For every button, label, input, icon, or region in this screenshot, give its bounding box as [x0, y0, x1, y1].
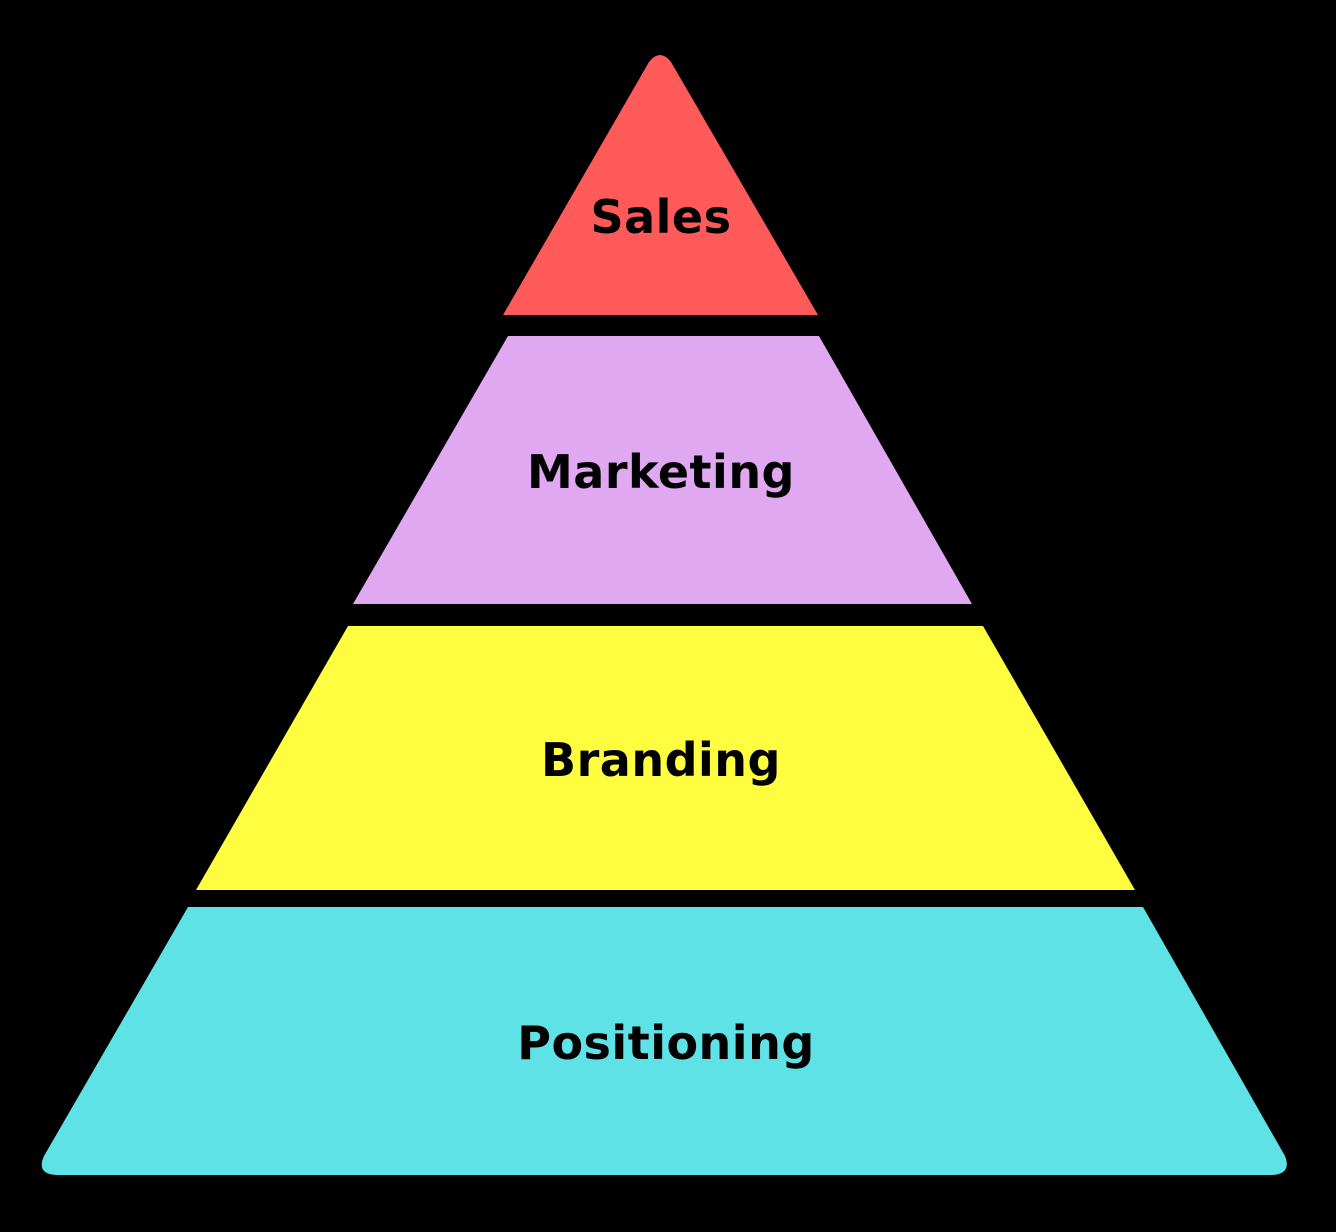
pyramid-tier-positioning-label: Positioning: [517, 1016, 815, 1070]
pyramid-tier-marketing-shape: [353, 336, 972, 604]
pyramid-tier-branding: Branding: [196, 626, 1135, 890]
pyramid-tier-positioning: Positioning: [41, 907, 1287, 1175]
pyramid-tier-positioning-shape: [41, 907, 1287, 1175]
pyramid-tier-branding-shape: [196, 626, 1135, 890]
pyramid-tier-marketing-label: Marketing: [527, 445, 795, 499]
pyramid-tier-sales: Sales: [503, 55, 818, 315]
pyramid-tier-marketing: Marketing: [353, 336, 972, 604]
pyramid-tier-branding-label: Branding: [541, 733, 781, 787]
pyramid-tier-sales-shape: [503, 55, 818, 315]
pyramid-tier-sales-label: Sales: [590, 190, 731, 244]
